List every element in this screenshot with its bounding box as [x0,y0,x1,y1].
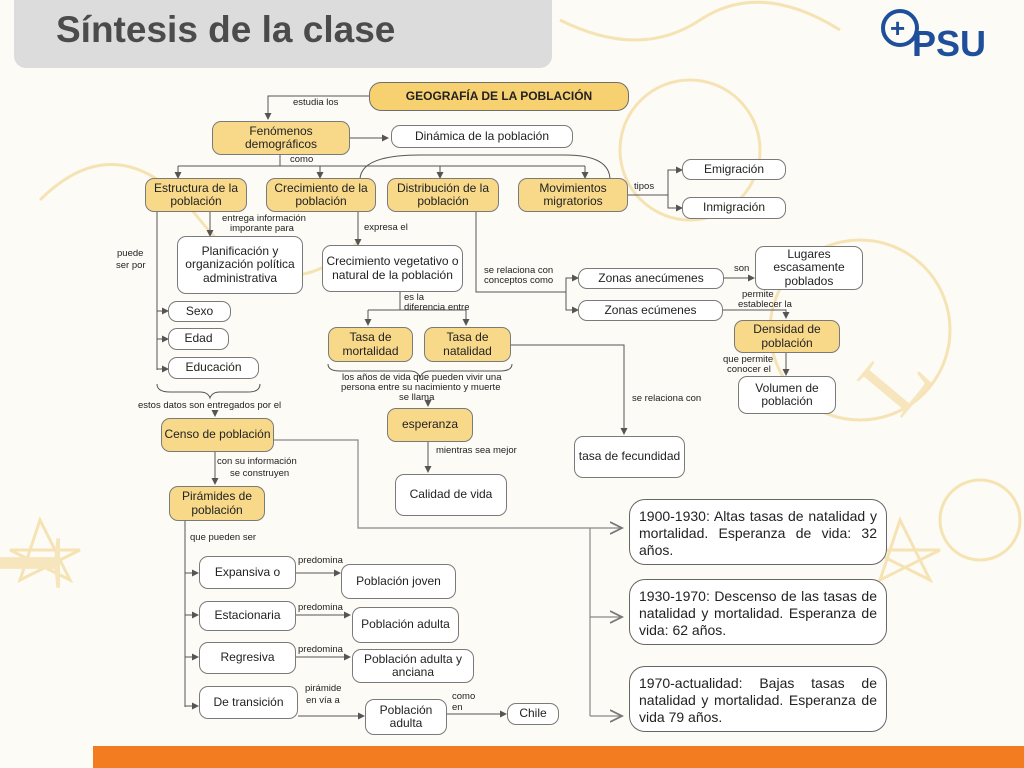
label-mientras-sea-mejor: mientras sea mejor [436,445,517,456]
label-que-pueden-ser: que pueden ser [190,532,257,543]
label-importante-para: imporante para [230,223,294,234]
node-piramide-estacionaria: Estacionaria [199,601,296,631]
label-estos-datos: estos datos son entregados por el [138,400,282,411]
label-se-construyen: se construyen [230,468,290,479]
node-zonas-ecumenes: Zonas ecúmenes [578,300,723,321]
node-censo-poblacion: Censo de población [161,418,274,452]
label-que-permite: que permite [723,354,774,365]
node-educacion: Educación [168,357,259,379]
node-crecimiento-vegetativo: Crecimiento vegetativo o natural de la p… [322,245,463,292]
label-en-via-a: en vía a [306,695,340,706]
node-densidad-poblacion: Densidad de población [734,320,840,353]
node-movimientos-migratorios: Movimientos migratorios [518,178,628,212]
node-estructura-poblacion: Estructura de la población [145,178,247,212]
label-son: son [734,263,750,274]
svg-text:1: 1 [0,530,91,600]
node-zonas-anecumenes: Zonas anecúmenes [578,268,724,289]
label-establecer-la: establecer la [738,299,792,310]
node-lugares-escasamente-poblados: Lugares escasamente poblados [755,246,863,290]
label-diferencia-entre: diferencia entre [404,302,470,313]
node-chile: Chile [507,703,559,725]
label-entrega-info: entrega información [222,213,306,224]
page-title: Síntesis de la clase [56,9,396,50]
node-poblacion-adulta-transicion: Población adulta [365,699,447,735]
node-tasa-mortalidad: Tasa de mortalidad [328,327,413,362]
note-periodo-1900-1930: 1900-1930: Altas tasas de natalidad y mo… [629,499,887,565]
node-dinamica-poblacion: Dinámica de la población [391,125,573,148]
label-tipos: tipos [634,181,655,192]
node-inmigracion: Inmigración [682,197,786,219]
label-estudia-los: estudia los [293,97,339,108]
node-fenomenos-demograficos: Fenómenos demográficos [212,121,350,155]
node-geografia-poblacion: GEOGRAFÍA DE LA POBLACIÓN [369,82,629,111]
title-bar: Síntesis de la clase [14,0,552,68]
node-distribucion-poblacion: Distribución de la población [387,178,499,212]
label-como: como [290,154,314,165]
label-anios-vida-1: los años de vida que pueden vivir una [342,372,502,383]
node-planificacion: Planificación y organización política ad… [177,236,303,294]
node-poblacion-adulta-anciana: Población adulta y anciana [352,649,474,683]
node-piramide-regresiva: Regresiva [199,642,296,674]
label-se-relaciona-con: se relaciona con [484,265,554,276]
label-predomina-regresiva: predomina [298,644,343,655]
node-volumen-poblacion: Volumen de población [738,376,836,414]
node-poblacion-adulta: Población adulta [352,607,459,643]
node-piramide-transicion: De transición [199,686,298,719]
node-calidad-vida: Calidad de vida [395,474,507,516]
label-como-chile: como [452,691,476,702]
label-conceptos-como: conceptos como [484,275,554,286]
node-tasa-fecundidad: tasa de fecundidad [574,436,685,478]
label-piramide: pirámide [305,683,342,694]
node-piramides-poblacion: Pirámides de población [169,486,265,521]
node-sexo: Sexo [168,301,231,322]
node-poblacion-joven: Población joven [341,564,456,599]
label-conocer-el: conocer el [727,364,771,375]
node-edad: Edad [168,328,229,350]
label-predomina-estacionaria: predomina [298,602,343,613]
label-anios-vida-3: se llama [399,392,435,403]
label-con-su-informacion: con su información [217,456,297,467]
node-esperanza: esperanza [387,408,473,442]
logo-plus: + [890,13,905,43]
label-puede: puede [117,248,144,259]
label-expresa-el: expresa el [364,222,408,233]
node-tasa-natalidad: Tasa de natalidad [424,327,511,362]
note-periodo-1970-actualidad: 1970-actualidad: Bajas tasas de natalida… [629,666,887,732]
logo-text: PSU [912,23,986,60]
label-permite: permite [742,289,774,300]
node-emigracion: Emigración [682,159,786,180]
label-en-chile: en [452,702,463,713]
node-piramide-expansiva: Expansiva o [199,556,296,589]
label-predomina-expansiva: predomina [298,555,343,566]
footer-accent-bar [93,746,1024,768]
note-periodo-1930-1970: 1930-1970: Descenso de las tasas de nata… [629,579,887,645]
psu-logo: + PSU [881,9,986,60]
label-se-relaciona-con-fecundidad: se relaciona con [632,393,702,404]
label-anios-vida-2: persona entre su nacimiento y muerte [341,382,501,393]
label-es-la: es la [404,292,425,303]
node-crecimiento-poblacion: Crecimiento de la población [266,178,376,212]
label-ser-por: ser por [116,260,146,271]
